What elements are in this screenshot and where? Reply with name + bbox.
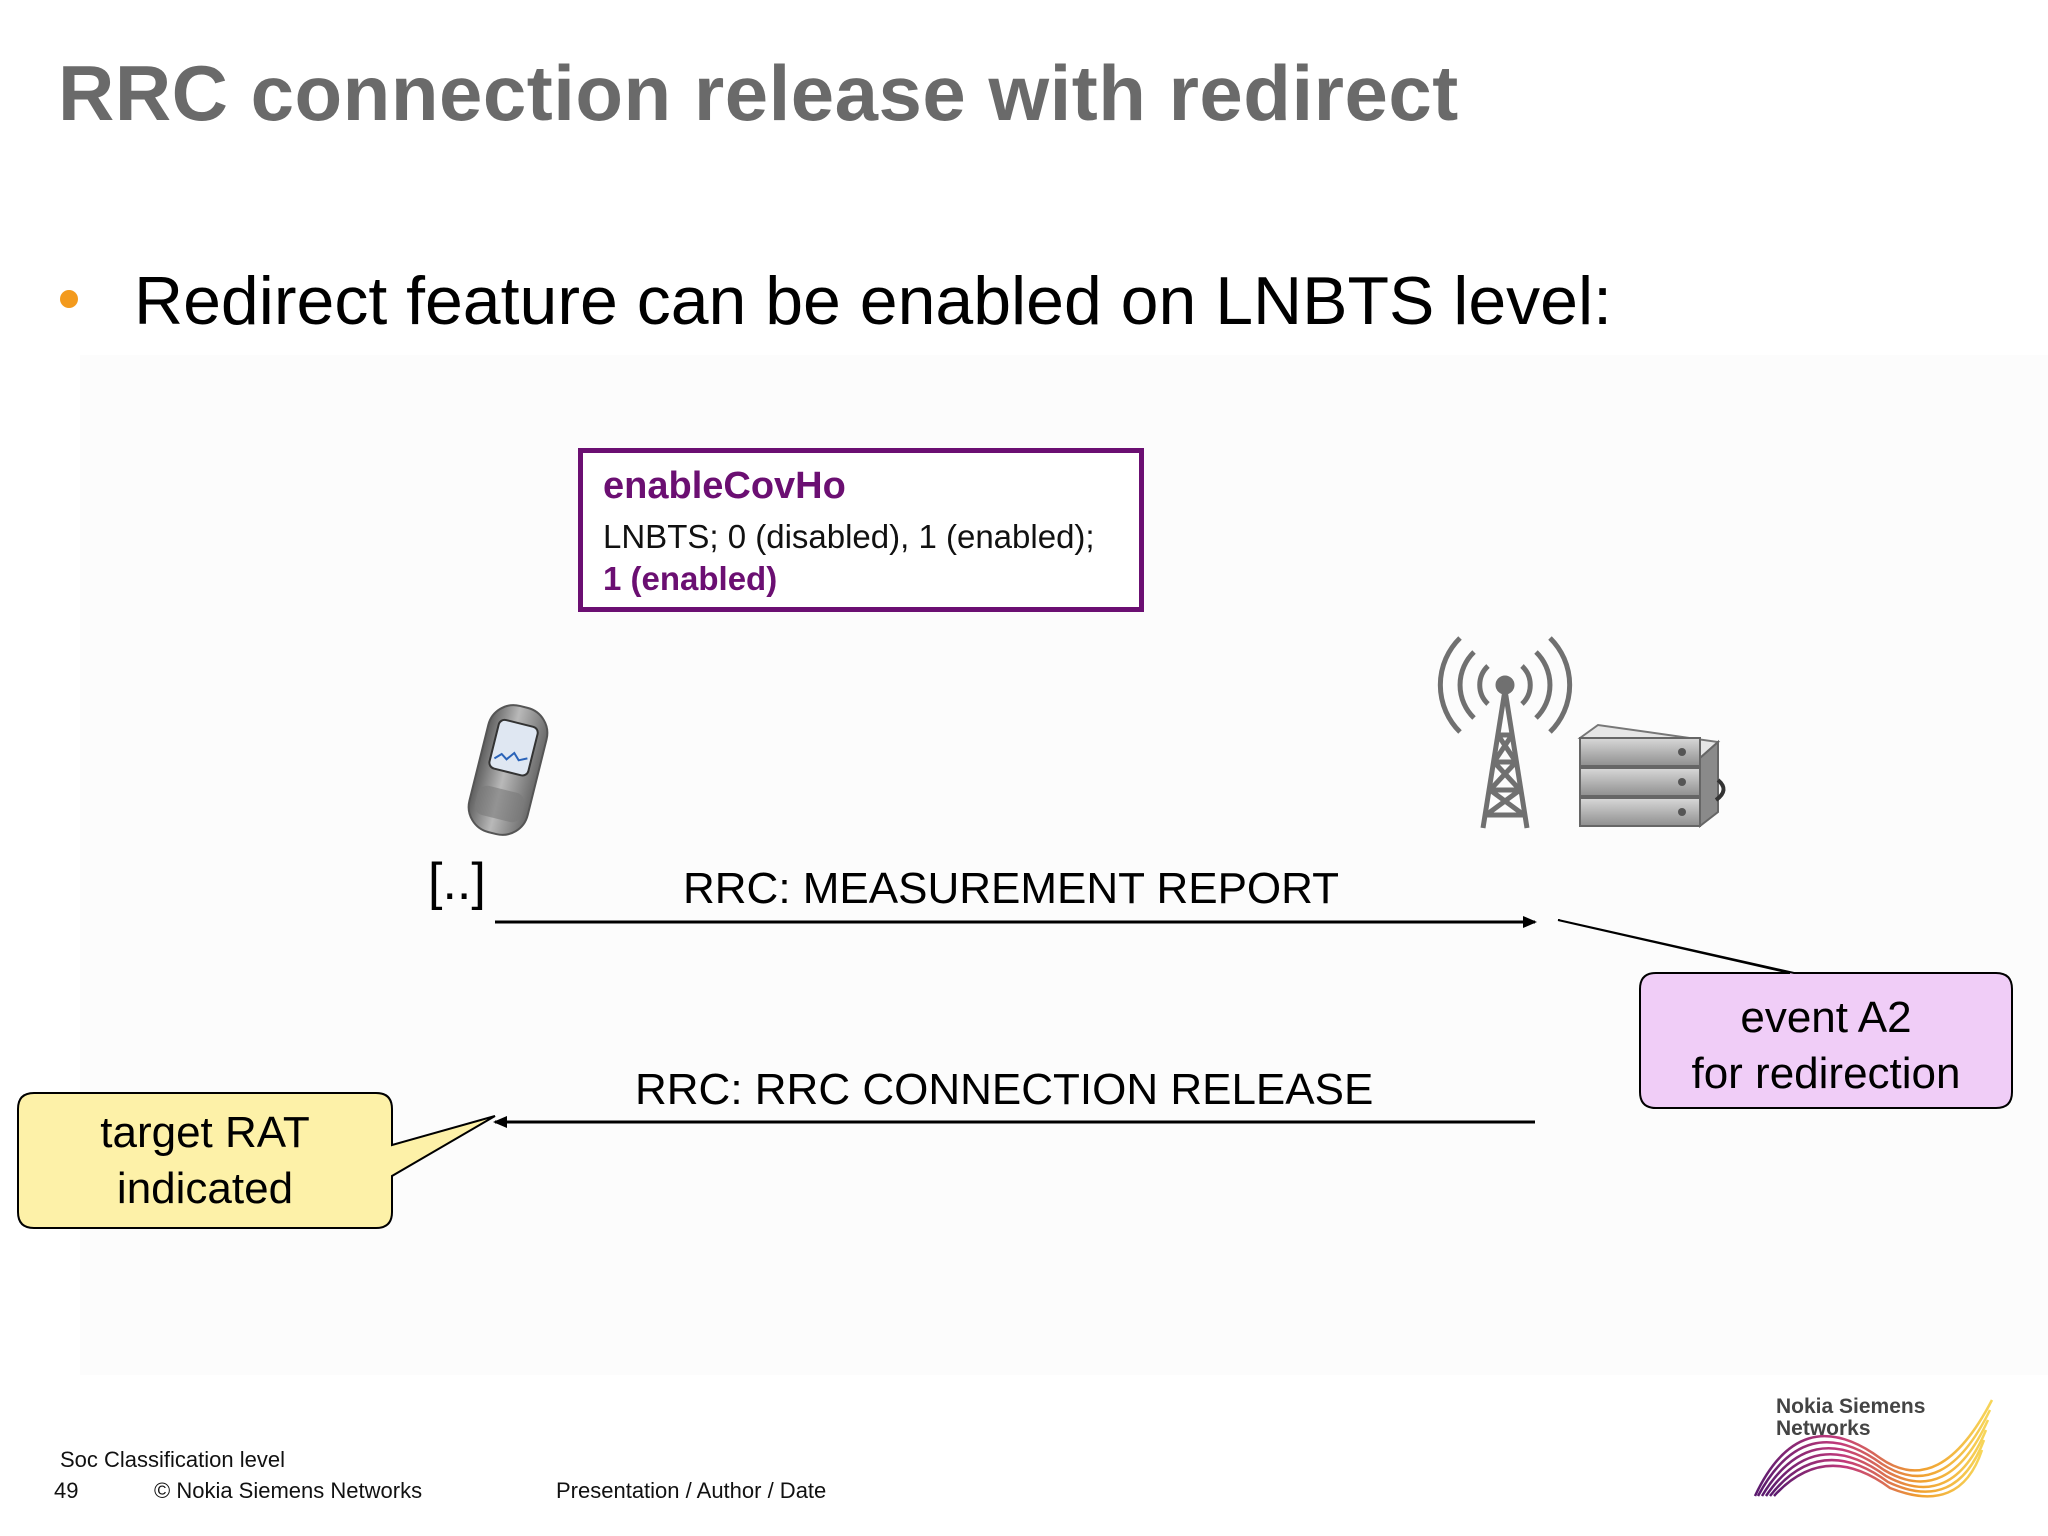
antenna-tower-icon — [1437, 636, 1573, 829]
callout-ue-text: target RAT indicated — [18, 1105, 392, 1217]
bullet-dot — [60, 290, 78, 308]
message-rrc-connection-release-label: RRC: RRC CONNECTION RELEASE — [635, 1065, 1374, 1114]
bullet-text: Redirect feature can be enabled on LNBTS… — [134, 263, 1613, 339]
callout-enb-line2: for redirection — [1691, 1049, 1961, 1098]
footer-page-number: 49 — [54, 1478, 79, 1503]
footer-copyright: © Nokia Siemens Networks — [154, 1478, 423, 1503]
callout-enb-text: event A2 for redirection — [1640, 990, 2012, 1102]
parameter-name: enableCovHo — [603, 465, 846, 507]
message-measurement-report-label: RRC: MEASUREMENT REPORT — [683, 864, 1340, 913]
nsn-logo-text: Nokia Siemens Networks — [1776, 1396, 1925, 1440]
base-station-cabinet-icon — [1577, 723, 1726, 829]
slide-title: RRC connection release with redirect — [58, 49, 1459, 137]
footer-classification: Soc Classification level — [60, 1447, 285, 1472]
mobile-phone-icon — [467, 704, 549, 836]
parameter-default: 1 (enabled) — [603, 560, 778, 597]
callout-enb-shape — [1557, 919, 2013, 1109]
callout-ue-line2: indicated — [116, 1164, 294, 1213]
nsn-logo-line1: Nokia Siemens — [1776, 1395, 1926, 1418]
footer-presentation: Presentation / Author / Date — [556, 1478, 827, 1503]
ellipsis-marker: [..] — [428, 853, 486, 911]
callout-ue-shape — [17, 1092, 496, 1229]
nsn-logo-wave — [1753, 1399, 1994, 1498]
callout-enb-line1: event A2 — [1740, 993, 1912, 1042]
parameter-box: enableCovHo LNBTS; 0 (disabled), 1 (enab… — [578, 448, 1144, 612]
nsn-logo-line2: Networks — [1776, 1417, 1871, 1440]
callout-ue-line1: target RAT — [100, 1108, 310, 1157]
parameter-description: LNBTS; 0 (disabled), 1 (enabled); — [603, 518, 1095, 555]
